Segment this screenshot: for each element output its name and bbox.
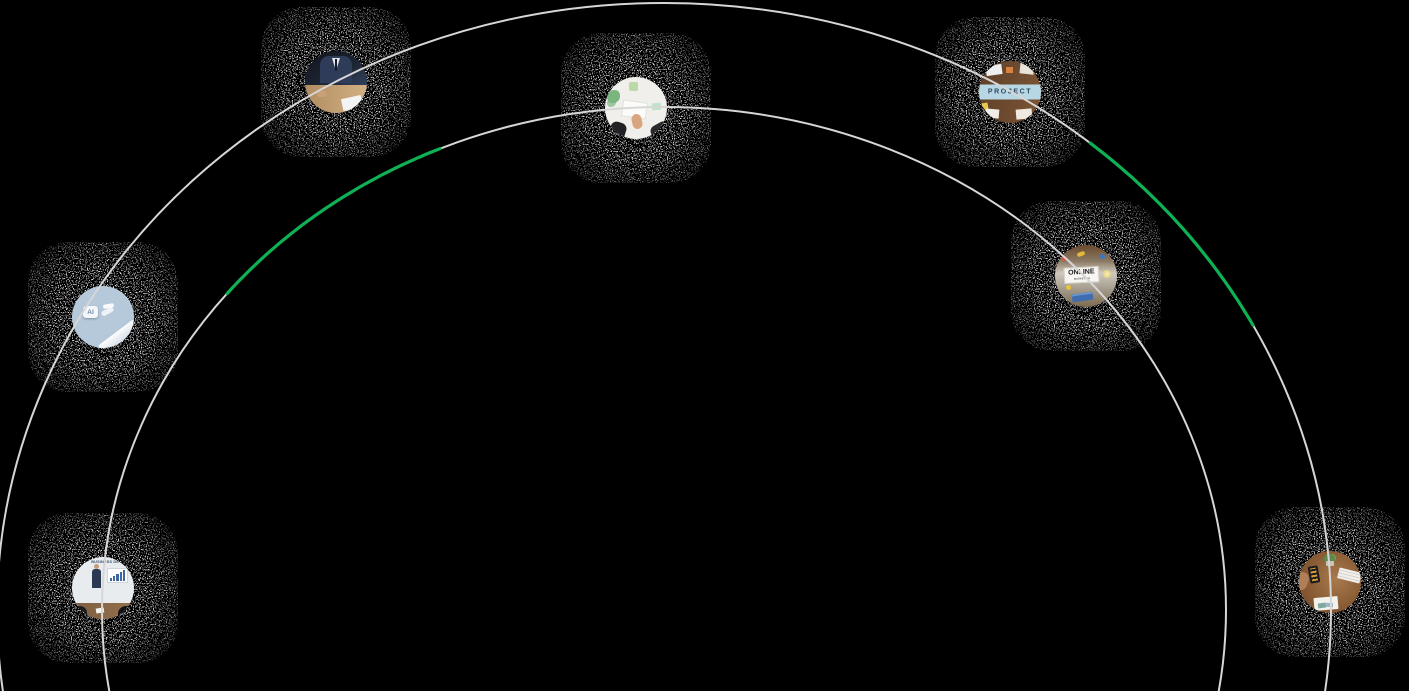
team-table-overhead-photo[interactable] xyxy=(605,77,667,139)
business-presentation-chart-photo[interactable]: BUSINESS DEVELOPMENT xyxy=(72,557,134,619)
banana-shape xyxy=(1076,250,1086,258)
orange-note xyxy=(1006,67,1013,73)
plant-pot xyxy=(1326,561,1334,566)
bar-chart xyxy=(107,568,128,583)
node-business-development[interactable]: BUSINESS DEVELOPMENT xyxy=(28,513,178,663)
cup xyxy=(629,82,638,91)
node-team-collaboration[interactable] xyxy=(561,33,711,183)
ai-chip: AI xyxy=(83,306,98,318)
presenter-silhouette xyxy=(92,569,101,588)
project-desk-banner-photo[interactable]: PROJECT xyxy=(979,61,1041,123)
green-note xyxy=(651,102,662,111)
online-marketing-sign: ONLINE MARKETING xyxy=(1063,266,1100,284)
ai-label: AI xyxy=(87,308,94,316)
arm-left xyxy=(605,120,629,139)
project-label: PROJECT xyxy=(987,88,1033,96)
hand xyxy=(317,91,327,97)
online-label: ONLINE xyxy=(1067,267,1095,277)
presenter-head xyxy=(94,564,99,569)
paper-shape xyxy=(1019,62,1035,75)
yellow-note xyxy=(980,102,989,110)
inner-orbit-line xyxy=(101,106,1227,691)
node-finance-desk[interactable] xyxy=(1255,507,1405,657)
plant xyxy=(607,90,620,103)
businessman-suit-desk-documents-photo[interactable] xyxy=(305,51,367,113)
left-green-highlight-segment xyxy=(225,147,442,296)
paper-shape xyxy=(985,63,1003,77)
robot-hand-ai-chip-photo[interactable]: AI xyxy=(72,286,134,348)
yellow-dot xyxy=(1066,285,1071,290)
node-ai[interactable]: AI xyxy=(28,242,178,392)
calculator-phone xyxy=(1307,565,1321,584)
hand-calculator-wooden-desk-photo[interactable] xyxy=(1299,551,1361,613)
keyboard xyxy=(1071,291,1094,303)
paper-shape xyxy=(984,108,1000,119)
node-business-meeting[interactable] xyxy=(261,7,411,157)
red-dot xyxy=(1062,256,1067,261)
node-project[interactable]: PROJECT xyxy=(935,17,1085,167)
lightbulb-doodle xyxy=(1103,270,1111,278)
marketing-label: MARKETING xyxy=(1073,276,1090,281)
paper-shape xyxy=(1015,108,1033,120)
node-online-marketing[interactable]: ONLINE MARKETING xyxy=(1011,201,1161,351)
banknote xyxy=(1325,602,1334,608)
tie xyxy=(335,59,337,71)
person-silhouette xyxy=(118,606,134,619)
online-marketing-shelf-photo[interactable]: ONLINE MARKETING xyxy=(1055,245,1117,307)
keyboard xyxy=(1337,567,1361,584)
blue-dot xyxy=(1100,254,1105,259)
project-banner: PROJECT xyxy=(979,84,1041,100)
